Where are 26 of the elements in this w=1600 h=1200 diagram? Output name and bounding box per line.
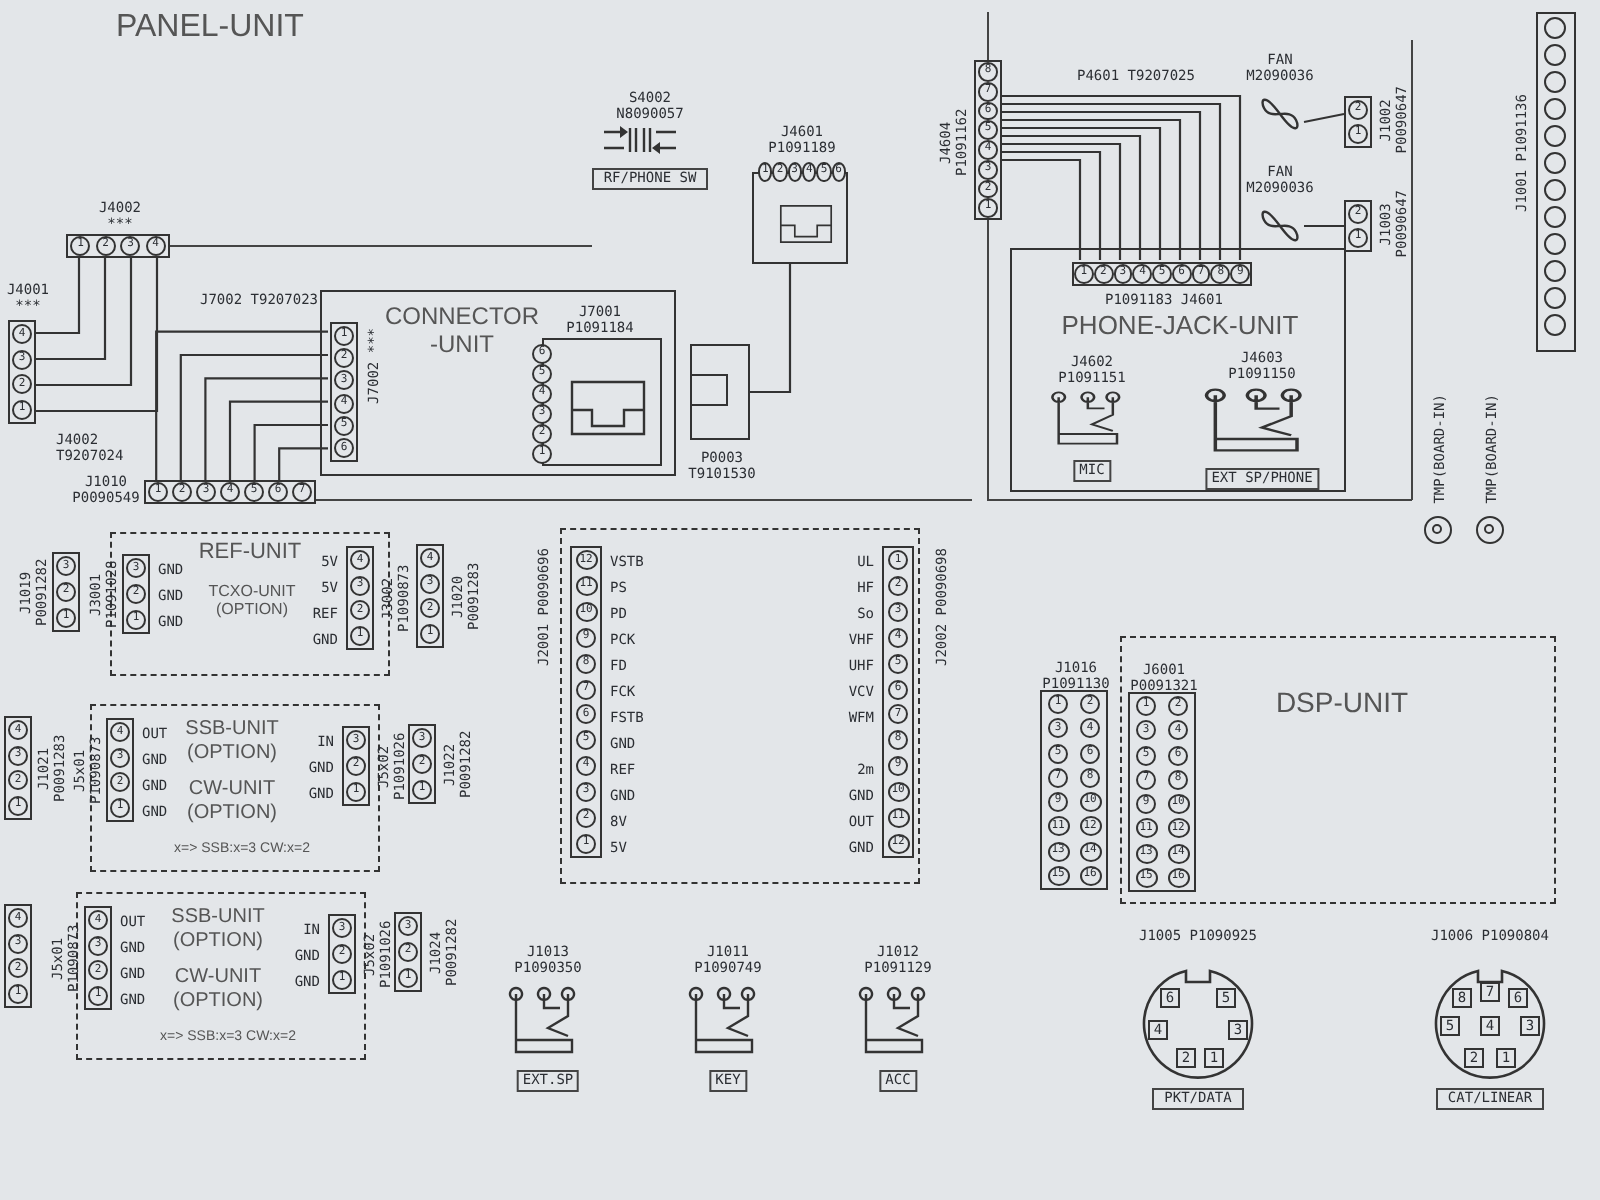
wire bbox=[278, 447, 328, 480]
wire bbox=[36, 258, 133, 387]
unit-frame bbox=[320, 290, 676, 476]
wire bbox=[1304, 224, 1344, 228]
unit-title: PHONE-JACK-UNIT bbox=[1059, 312, 1301, 342]
unit-title: CW-UNIT (OPTION) bbox=[171, 966, 265, 1012]
unit-title: REF-UNIT bbox=[196, 540, 304, 566]
unit-title: DSP-UNIT bbox=[1273, 686, 1411, 719]
wire bbox=[36, 258, 159, 413]
wire bbox=[1303, 112, 1345, 124]
wire bbox=[750, 264, 792, 394]
unit-title: SSB-UNIT (OPTION) bbox=[183, 718, 281, 764]
flat-cable bbox=[1000, 94, 1242, 262]
wire bbox=[36, 258, 107, 361]
unit-title: CW-UNIT (OPTION) bbox=[185, 778, 279, 824]
connector-block bbox=[4, 904, 32, 1008]
unit-frame bbox=[1120, 636, 1556, 904]
unit-title: TCXO-UNIT (OPTION) bbox=[206, 582, 298, 619]
wire bbox=[179, 353, 328, 480]
wire bbox=[228, 400, 328, 480]
wire bbox=[204, 377, 328, 480]
unit-title: SSB-UNIT (OPTION) bbox=[169, 906, 267, 952]
wire bbox=[36, 258, 81, 335]
wire bbox=[253, 423, 328, 480]
unit-frame bbox=[1010, 248, 1346, 492]
wire bbox=[155, 330, 328, 480]
